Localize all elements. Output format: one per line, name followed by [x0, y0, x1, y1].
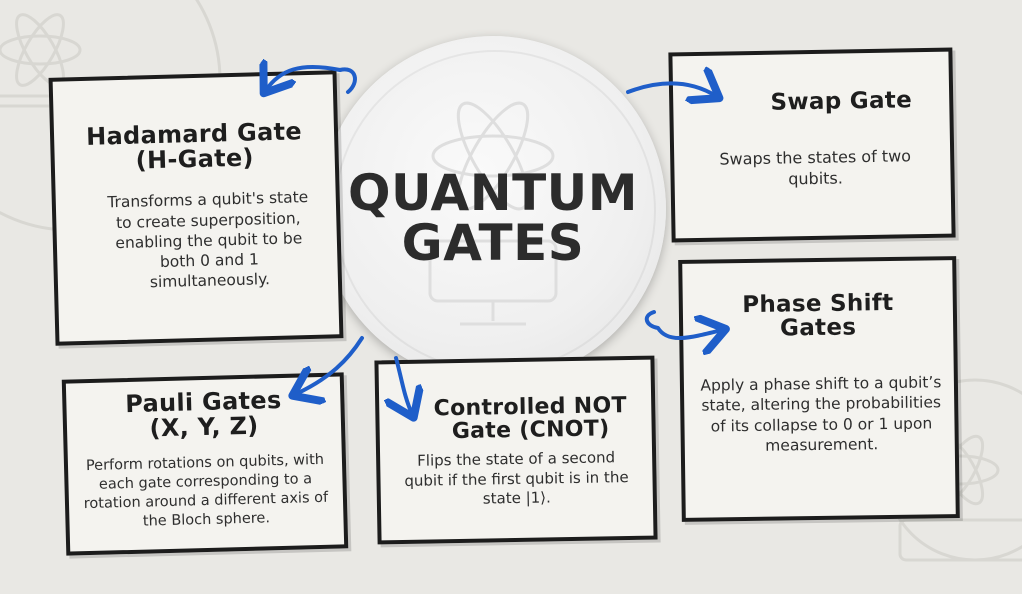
card-title: Pauli Gates (X, Y, Z) — [124, 385, 282, 443]
card-title: Swap Gate — [770, 87, 913, 116]
card-hadamard-gate: Hadamard Gate (H-Gate) Transforms a qubi… — [48, 70, 344, 346]
card-pauli-gates: Pauli Gates (X, Y, Z) Perform rotations … — [61, 372, 349, 556]
card-phase-shift-gates: Phase Shift Gates Apply a phase shift to… — [678, 256, 960, 522]
atom-watermark-icon — [428, 101, 558, 326]
card-description: Apply a phase shift to a qubit’s state, … — [700, 373, 942, 455]
card-cnot-gate: Controlled NOT Gate (CNOT) Flips the sta… — [374, 355, 658, 545]
card-swap-gate: Swap Gate Swaps the states of two qubits… — [668, 47, 956, 243]
center-badge — [320, 36, 666, 382]
card-description: Flips the state of a second qubit if the… — [404, 448, 629, 508]
card-description: Perform rotations on qubits, with each g… — [83, 452, 329, 530]
card-description: Swaps the states of two qubits. — [719, 146, 912, 189]
card-title: Phase Shift Gates — [742, 289, 894, 342]
card-title: Controlled NOT Gate (CNOT) — [433, 393, 628, 445]
card-title: Hadamard Gate (H-Gate) — [85, 117, 303, 175]
card-description: Transforms a qubit's state to create sup… — [107, 188, 309, 292]
main-title: QUANTUM GATES — [347, 164, 639, 272]
